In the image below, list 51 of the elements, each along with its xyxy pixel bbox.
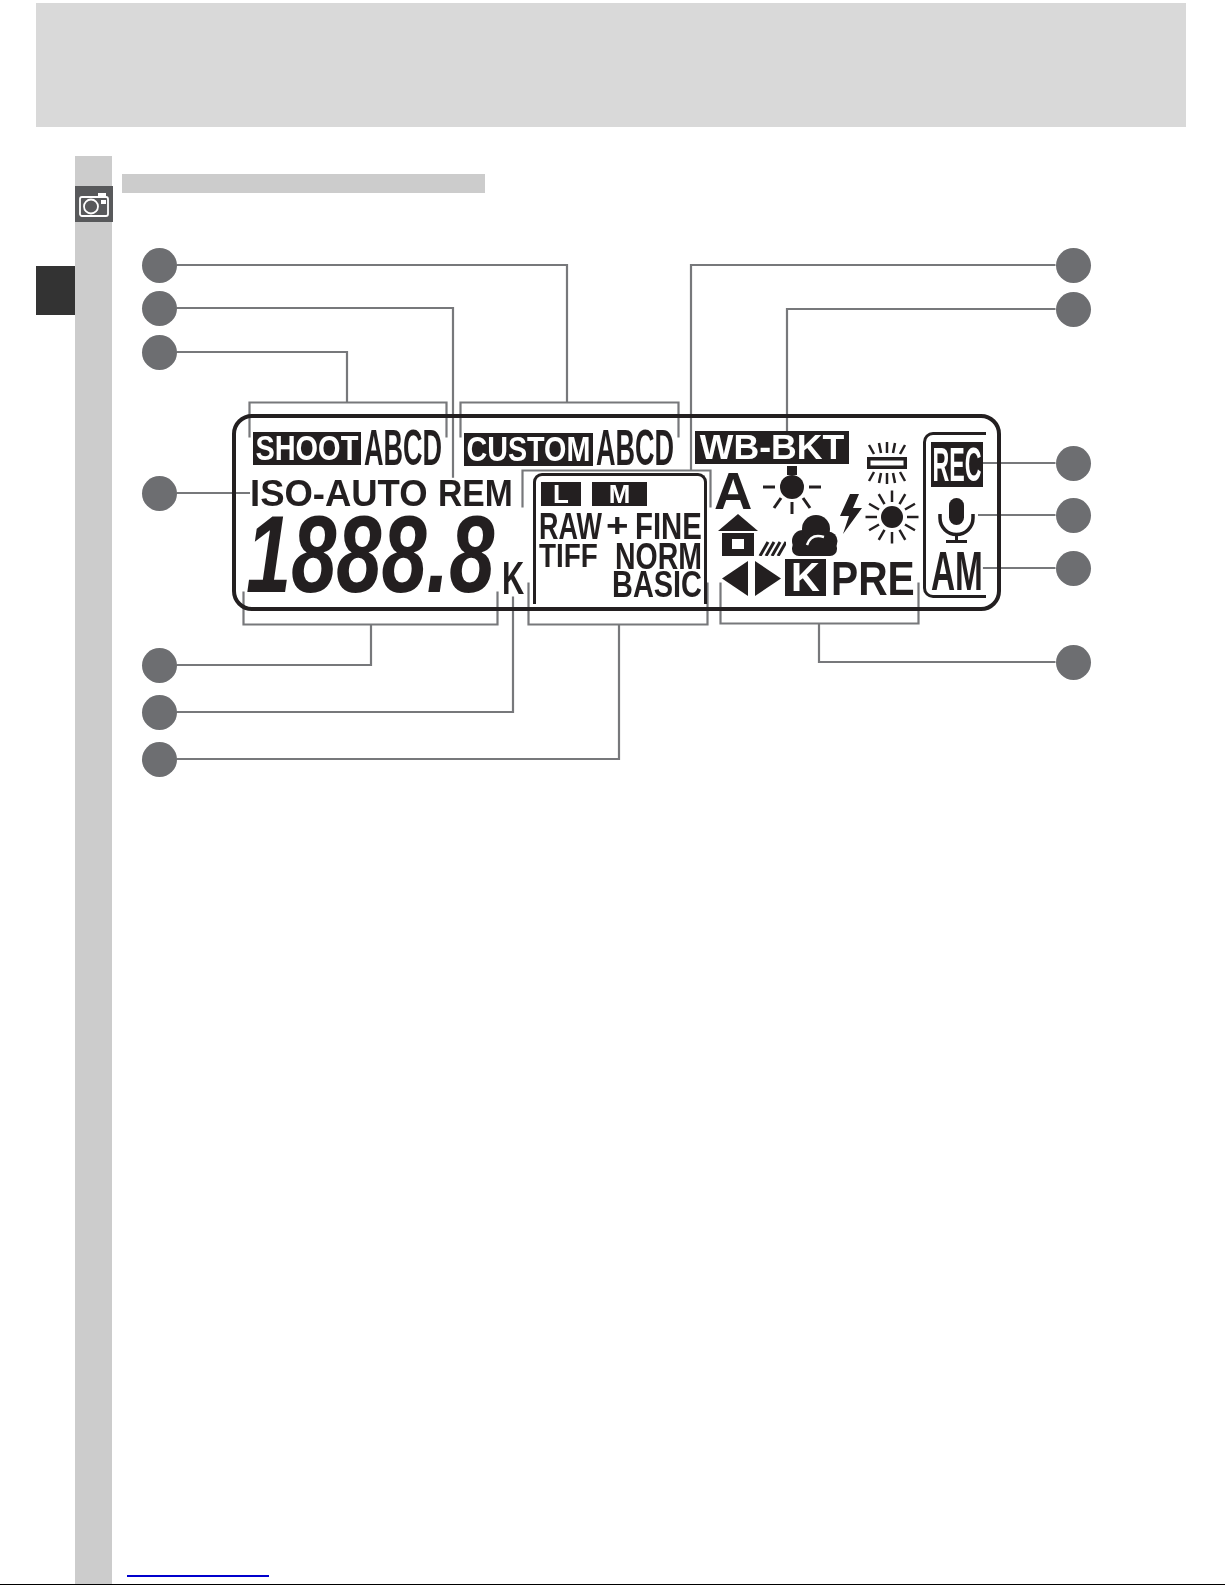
iso-auto-label: ISO-AUTO (250, 477, 428, 508)
microphone-icon (935, 498, 978, 543)
basic-label: BASIC (612, 569, 702, 599)
callout-circle (1055, 644, 1091, 680)
callout-circle (1055, 291, 1091, 327)
kelvin-label: K (502, 559, 525, 597)
leader-line (176, 491, 250, 495)
leader-line (817, 623, 1056, 664)
display-frame (923, 432, 986, 598)
callout-circle (141, 475, 177, 511)
fine-label: FINE (635, 510, 702, 541)
callout-circle (141, 647, 177, 683)
size-medium-indicator: M (592, 482, 647, 506)
leader-line (176, 596, 515, 714)
rem-label: REM (438, 477, 513, 508)
auto-label: A (714, 471, 753, 513)
leader-line (176, 624, 621, 761)
tiff-label: TIFF (539, 543, 598, 570)
norm-label: NORM (615, 541, 702, 571)
kelvin-indicator: K (785, 559, 826, 596)
bank-letters: ABCD (364, 428, 443, 469)
leader-line (982, 566, 1056, 570)
callout-circle (141, 247, 177, 283)
callout-circle (141, 290, 177, 326)
am-label: AM (931, 549, 983, 594)
shoot-indicator: SHOOT (253, 432, 361, 465)
callout-circle (1055, 497, 1091, 533)
callout-circle (141, 741, 177, 777)
callout-circle (141, 694, 177, 730)
wb-bkt-indicator: WB-BKT (695, 431, 849, 464)
title-bar (122, 174, 485, 193)
preset-label: PRE (831, 559, 915, 598)
rec-indicator: REC (931, 442, 983, 487)
callout-circle (141, 334, 177, 370)
digit-readout: 1888.8 (246, 509, 495, 598)
leader-line (689, 263, 1056, 470)
leader-line (176, 263, 569, 402)
custom-indicator: CUSTOM (464, 433, 593, 466)
leader-line (785, 307, 1056, 431)
leader-line (176, 306, 455, 478)
leader-line (176, 624, 373, 667)
callout-circle (1055, 550, 1091, 586)
raw-label: RAW (539, 510, 602, 541)
leader-line (982, 461, 1056, 465)
leader-line (978, 513, 1056, 517)
callout-circle (1055, 247, 1091, 283)
bank-letters: ABCD (596, 428, 675, 469)
leader-line (176, 350, 349, 402)
callout-circle (1055, 445, 1091, 481)
size-large-indicator: L (541, 482, 581, 506)
plus-sign: + (606, 513, 629, 540)
